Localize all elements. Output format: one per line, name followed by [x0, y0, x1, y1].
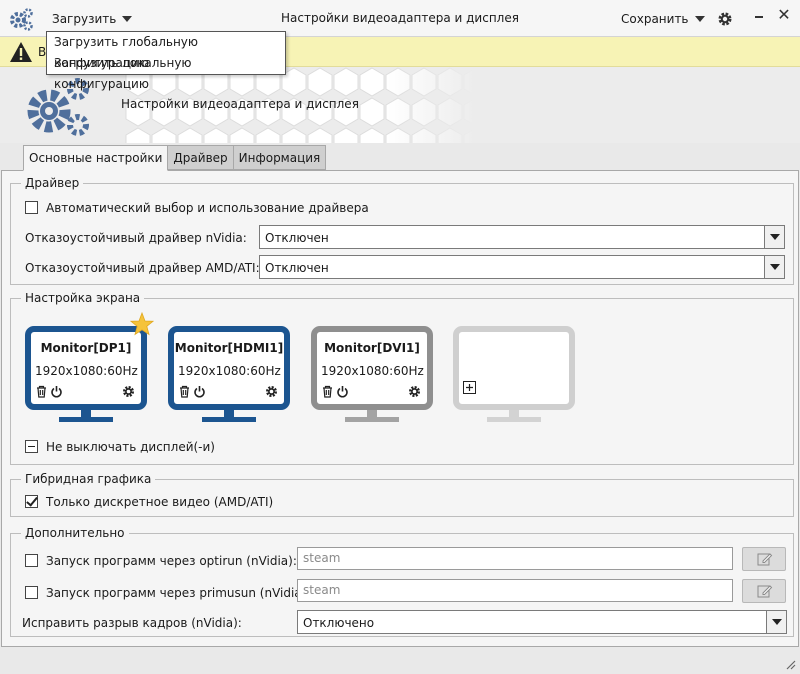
hybrid-group-title: Гибридная графика [21, 472, 156, 486]
primusun-input[interactable]: steam [297, 579, 733, 602]
primary-star-icon [130, 312, 154, 336]
resize-grip-icon[interactable] [784, 658, 796, 670]
monitor-resolution: 1920x1080:60Hz [178, 364, 281, 378]
optirun-input[interactable]: steam [297, 547, 733, 570]
power-icon[interactable] [50, 385, 63, 398]
trash-icon[interactable] [35, 385, 48, 398]
monitor-resolution: 1920x1080:60Hz [321, 364, 424, 378]
optirun-checkbox[interactable] [25, 554, 38, 567]
primusun-edit-button[interactable] [742, 579, 786, 603]
app-gears-icon [10, 8, 33, 31]
load-menu-label: Загрузить [52, 12, 117, 26]
primusun-label: Запуск программ через primusun (nVidia): [46, 586, 311, 600]
trash-icon[interactable] [178, 385, 191, 398]
nvidia-fallback-label: Отказоустойчивый драйвер nVidia: [25, 231, 247, 245]
tearing-value: Отключено [303, 616, 375, 630]
monitor-dp1[interactable]: Monitor[DP1] 1920x1080:60Hz [25, 326, 147, 426]
amd-fallback-value: Отключен [265, 261, 329, 275]
monitor-name: Monitor[HDMI1] [174, 341, 284, 355]
monitor-dvi1[interactable]: Monitor[DVI1] 1920x1080:60Hz [311, 326, 433, 426]
save-menu-label: Сохранить [621, 12, 689, 26]
gear-icon[interactable] [717, 11, 733, 27]
tab-content: Драйвер Автоматический выбор и использов… [1, 170, 799, 647]
tab-information[interactable]: Информация [232, 145, 327, 170]
amd-fallback-select[interactable]: Отключен [259, 255, 785, 279]
gear-icon[interactable] [408, 385, 421, 398]
tab-main-settings[interactable]: Основные настройки [23, 145, 169, 171]
optirun-label: Запуск программ через optirun (nVidia): [46, 554, 297, 568]
minimize-button[interactable] [752, 8, 768, 22]
power-icon[interactable] [193, 385, 206, 398]
status-bar [0, 648, 800, 674]
tearing-label: Исправить разрыв кадров (nVidia): [22, 616, 242, 630]
tab-driver[interactable]: Драйвер [167, 145, 234, 170]
auto-driver-label: Автоматический выбор и использование дра… [46, 201, 369, 215]
chevron-down-icon [122, 16, 133, 22]
trash-icon[interactable] [321, 385, 334, 398]
monitor-resolution: 1920x1080:60Hz [35, 364, 138, 378]
close-button[interactable]: ✕ [777, 5, 791, 24]
additional-group-title: Дополнительно [21, 526, 129, 540]
amd-fallback-label: Отказоустойчивый драйвер AMD/ATI: [25, 261, 260, 275]
monitor-hdmi1[interactable]: Monitor[HDMI1] 1920x1080:60Hz [168, 326, 290, 426]
edit-icon [757, 585, 773, 598]
menu-item-load-global[interactable]: Загрузить глобальную конфигурацию [54, 35, 198, 70]
optirun-edit-button[interactable] [742, 547, 786, 571]
chevron-down-icon [694, 16, 705, 22]
screen-setup-group: Настройка экрана Monitor[DP1] 1920x1080:… [10, 291, 794, 465]
edit-icon [757, 553, 773, 566]
driver-group-title: Драйвер [21, 176, 84, 190]
load-dropdown-menu: Загрузить глобальную конфигурацию Загруз… [46, 31, 286, 91]
header-title: Настройки видеоадаптера и дисплея [121, 97, 359, 111]
banner-text: В [38, 45, 47, 59]
menu-item-load-local[interactable]: Загрузить локальную конфигурацию [54, 56, 192, 91]
gear-icon[interactable] [122, 385, 135, 398]
screen-group-title: Настройка экрана [21, 291, 145, 305]
additional-group: Дополнительно Запуск программ через opti… [10, 526, 794, 637]
nvidia-fallback-select[interactable]: Отключен [259, 225, 785, 249]
tearing-select[interactable]: Отключено [297, 610, 787, 634]
gear-icon[interactable] [265, 385, 278, 398]
discrete-only-checkbox[interactable] [25, 495, 38, 508]
header: Настройки видеоадаптера и дисплея [0, 67, 800, 143]
tab-bar: Основные настройки Драйвер Информация [23, 145, 327, 171]
nvidia-fallback-value: Отключен [265, 231, 329, 245]
keep-display-on-label: Не выключать дисплей(-и) [46, 440, 215, 454]
hexagon-pattern [125, 67, 475, 143]
monitor-name: Monitor[DVI1] [324, 341, 420, 355]
monitor-name: Monitor[DP1] [40, 341, 132, 355]
save-menu-button[interactable]: Сохранить [621, 10, 705, 28]
auto-driver-checkbox[interactable] [25, 201, 38, 214]
keep-display-on-checkbox[interactable] [25, 440, 38, 453]
discrete-only-label: Только дискретное видео (AMD/ATI) [46, 495, 274, 509]
add-monitor-slot[interactable] [453, 326, 575, 426]
hybrid-graphics-group: Гибридная графика Только дискретное виде… [10, 472, 794, 517]
chevron-down-icon [766, 611, 786, 633]
warning-icon [10, 42, 32, 62]
primusun-checkbox[interactable] [25, 586, 38, 599]
driver-group: Драйвер Автоматический выбор и использов… [10, 176, 794, 285]
chevron-down-icon [764, 226, 784, 248]
plus-icon[interactable] [463, 381, 476, 394]
chevron-down-icon [764, 256, 784, 278]
gears-logo-icon [27, 78, 89, 136]
power-icon[interactable] [336, 385, 349, 398]
load-menu-button[interactable]: Загрузить [52, 10, 133, 28]
